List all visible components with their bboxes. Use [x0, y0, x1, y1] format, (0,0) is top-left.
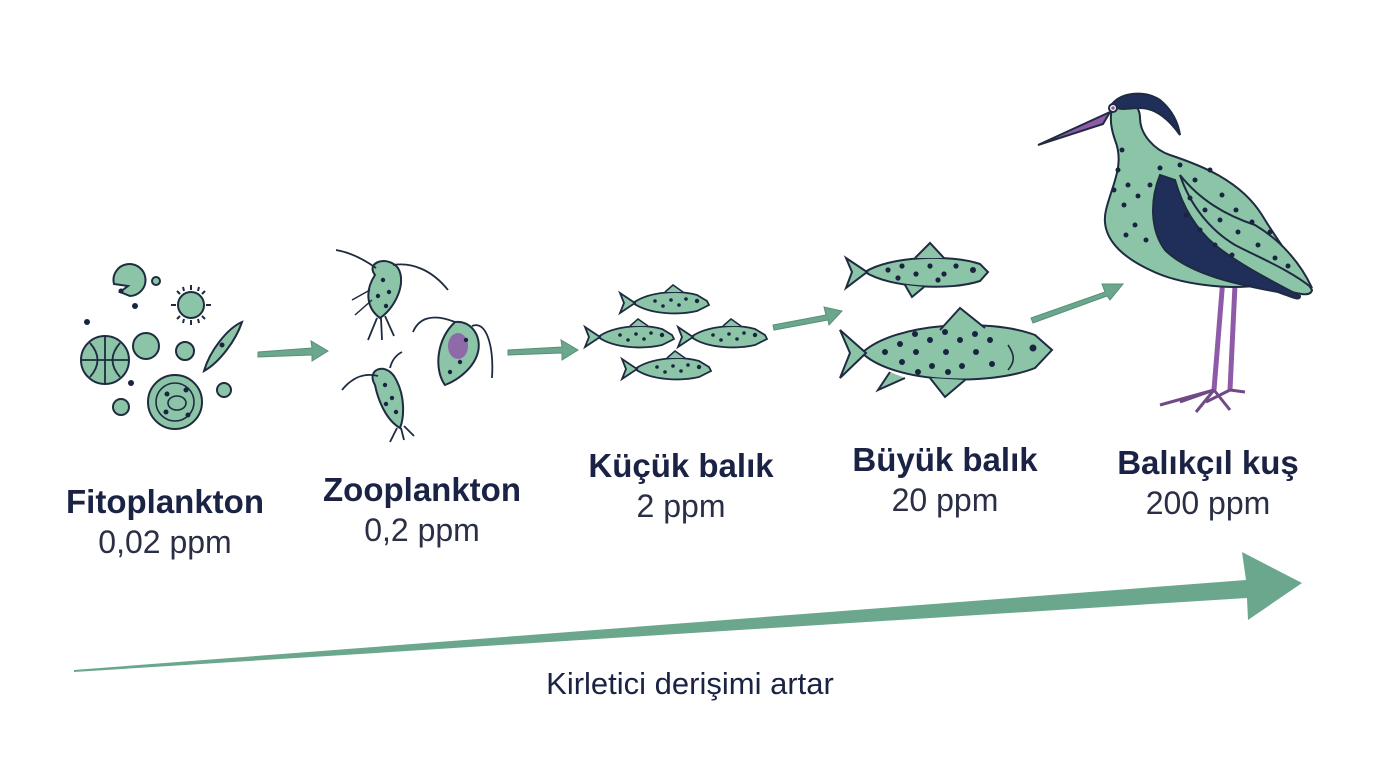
level-label-large-fish: Büyük balık 20 ppm [820, 440, 1070, 520]
level-ppm: 20 ppm [891, 482, 999, 518]
level-name: Balıkçıl kuş [1117, 444, 1299, 481]
small-fish-icon [584, 284, 768, 381]
level-name: Küçük balık [588, 447, 774, 484]
zooplankton-icon [335, 249, 494, 443]
heron-icon [1037, 92, 1314, 413]
arrow-2 [507, 339, 579, 361]
level-ppm: 0,2 ppm [364, 512, 480, 548]
arrow-1 [257, 340, 329, 362]
trend-caption: Kirletici derişimi artar [546, 666, 834, 701]
arrow-3 [772, 306, 843, 331]
level-label-small-fish: Küçük balık 2 ppm [556, 446, 806, 526]
level-label-phytoplankton: Fitoplankton 0,02 ppm [40, 482, 290, 562]
level-ppm: 0,02 ppm [98, 524, 232, 560]
level-label-heron: Balıkçıl kuş 200 ppm [1083, 443, 1333, 523]
trend-arrow [74, 552, 1302, 672]
level-name: Fitoplankton [66, 483, 264, 520]
arrow-4 [1030, 283, 1125, 324]
large-fish-icon [839, 241, 1054, 399]
level-ppm: 2 ppm [636, 488, 726, 524]
level-ppm: 200 ppm [1145, 485, 1271, 521]
level-name: Büyük balık [852, 441, 1038, 478]
level-name: Zooplankton [323, 471, 521, 508]
phytoplankton-icon [80, 263, 244, 430]
level-label-zooplankton: Zooplankton 0,2 ppm [297, 470, 547, 550]
